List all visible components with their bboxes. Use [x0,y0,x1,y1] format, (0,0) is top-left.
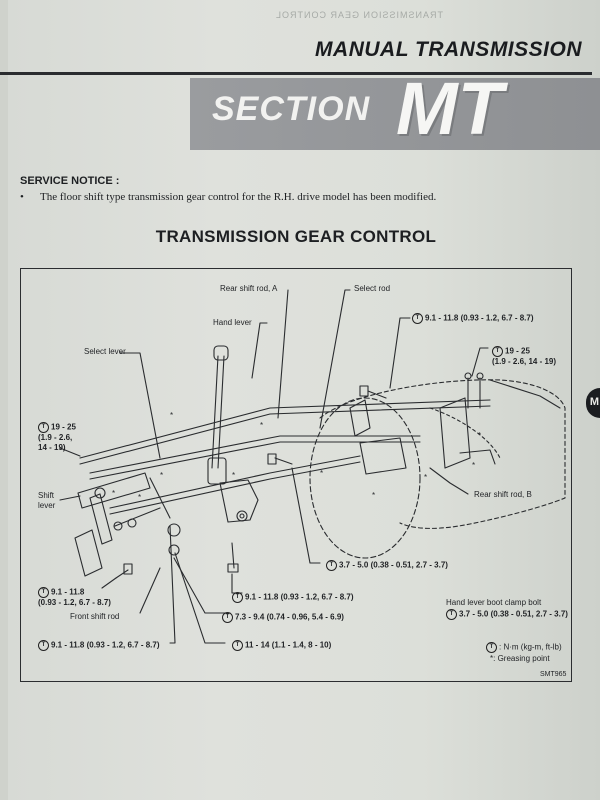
svg-text:*: * [478,431,481,440]
torque-icon: T [222,612,233,623]
torque-icon: T [38,587,49,598]
figure-title: TRANSMISSION GEAR CONTROL [155,227,437,246]
svg-text:*: * [372,491,375,500]
section-banner [190,78,600,150]
transmission-housing-outline [319,379,566,529]
section-thumb-tab [586,388,600,418]
svg-text:*: * [260,421,263,430]
svg-text:*: * [232,471,235,480]
svg-text:*: * [160,471,163,480]
greasing-marks: * * * * * * * * * * * [112,411,481,502]
legend-torque-units: T: N·m (kg-m, ft-lb) [486,642,562,653]
rear-shift-rod-line [109,455,361,509]
label-shift-lever: Shift lever [38,491,56,510]
transmission-bell-outline [309,397,421,559]
shift-lever-plate [74,529,103,577]
gear-control-diagram: * * * * * * * * * * * [59,289,566,644]
service-notice-item: • The floor shift type transmission gear … [20,191,436,203]
leader-line [277,289,289,419]
figure-code: SMT965 [540,671,567,678]
torque-icon: T [232,640,243,651]
torque-icon: T [232,592,243,603]
label-rear-shift-rod-b: Rear shift rod, B [474,490,532,499]
svg-text:*: * [424,473,427,482]
figure-frame [20,268,572,682]
torque-icon: T [38,422,49,433]
torque-icon: T [492,346,503,357]
hand-lever-shaft [211,355,219,469]
svg-text:*: * [320,469,323,478]
label-boot-clamp-bolt: Hand lever boot clamp bolt [446,598,542,607]
torque-icon: T [326,560,337,571]
torque-icon: T [486,642,497,653]
service-notice-heading: SERVICE NOTICE : [20,175,120,187]
svg-text:*: * [170,411,173,420]
svg-text:*: * [472,461,475,470]
lever-bracket [219,479,259,523]
service-notice-text: The floor shift type transmission gear c… [40,191,437,203]
bleed-through-text: TRANSMISSION GEAR CONTROL [274,10,443,20]
rear-shift-bracket [349,399,371,437]
title-rule [0,72,592,75]
label-rear-shift-rod-a: Rear shift rod, A [220,284,278,293]
section-word: SECTION [212,90,371,128]
torque-icon: T [412,313,423,324]
section-code: MT [396,67,503,150]
bullet-icon: • [20,191,24,203]
legend-grease: *: Greasing point [490,654,550,663]
grease-symbol: * [490,654,494,663]
label-hand-lever: Hand lever [213,318,252,327]
select-rod-line [79,399,491,459]
svg-text:*: * [112,489,115,498]
label-front-shift-rod: Front shift rod [70,612,120,621]
torque-icon: T [38,640,49,651]
label-select-rod: Select rod [354,284,391,293]
section-thumb-letter: M [589,396,599,408]
page-title: MANUAL TRANSMISSION [315,38,582,61]
torque-icon: T [446,609,457,620]
svg-text:*: * [138,493,141,502]
label-select-lever: Select lever [84,347,126,356]
